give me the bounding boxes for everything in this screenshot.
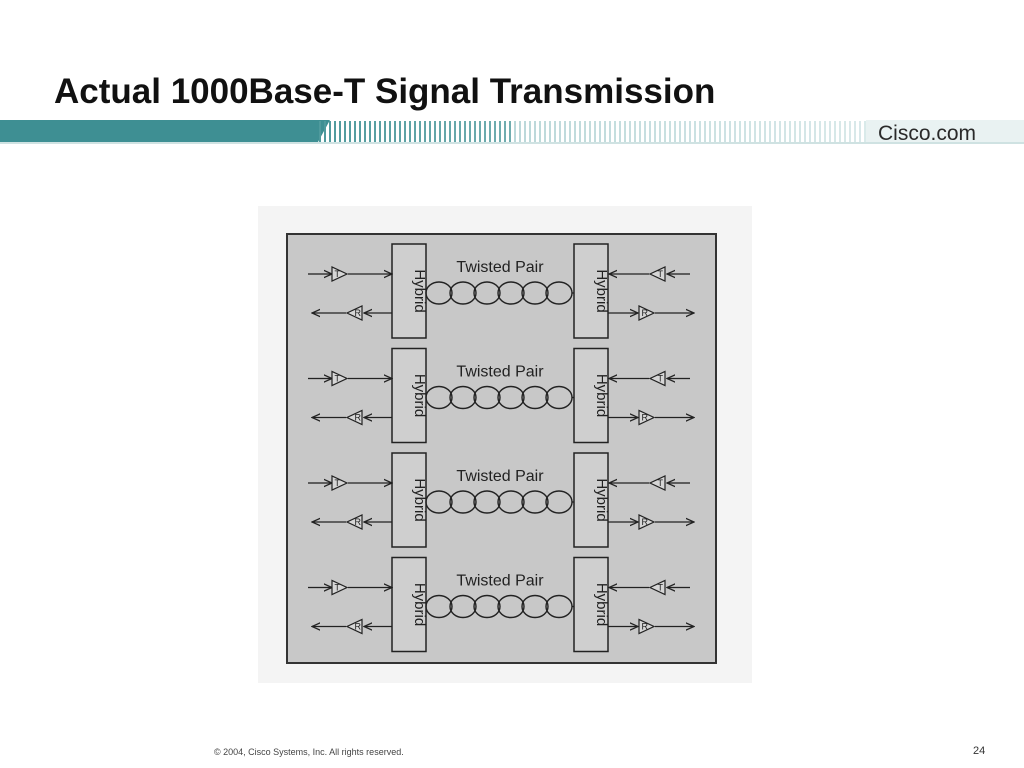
hybrid-right-label: Hybrid [593,269,610,312]
twisted-pair-label: Twisted Pair [456,259,544,276]
hybrid-left-box [391,243,427,339]
hybrid-right-label: Hybrid [593,478,610,521]
hybrid-left-label: Hybrid [411,478,428,521]
diagram-background [286,233,717,664]
twisted-pair-coil [425,490,453,514]
left-receive-amplifier-label: R [355,622,362,632]
right-transmit-amplifier [648,475,666,491]
page-number: 24 [973,745,986,757]
hybrid-left-label: Hybrid [411,269,428,312]
left-transmit-amplifier-label: T [335,583,341,593]
footer-copyright: © 2004, Cisco Systems, Inc. All rights r… [214,747,404,757]
twisted-pair-coil [497,490,525,514]
left-receive-amplifier-label: R [355,308,362,318]
left-transmit-amplifier [331,475,349,491]
left-transmit-amplifier-label: T [335,478,341,488]
left-receive-amplifier [345,305,363,321]
cisco-brand-logo: Cisco.com [878,122,976,145]
banner-barcode [0,120,1024,144]
hybrid-right-box [573,347,609,444]
hybrid-right-label: Hybrid [593,583,610,626]
twisted-pair-coil [449,385,477,410]
header-banner: Cisco.com [0,120,1024,145]
right-receive-amplifier [638,514,656,530]
left-transmit-amplifier-label: T [335,269,341,279]
right-receive-amplifier-label: R [642,517,649,527]
right-transmit-amplifier-label: T [658,583,664,593]
hybrid-right-box [573,243,609,339]
right-receive-amplifier-label: R [642,413,649,423]
twisted-pair-label: Twisted Pair [456,468,544,485]
slide-title: Actual 1000Base-T Signal Transmission [54,72,716,111]
twisted-pair-coil [425,281,453,305]
left-receive-amplifier-label: R [355,413,362,423]
hybrid-right-box [573,452,609,548]
twisted-pair-coil [473,281,501,305]
twisted-pair-coil [497,594,525,619]
left-transmit-amplifier [331,370,349,387]
twisted-pair-coil [425,385,453,410]
left-transmit-amplifier [331,579,349,596]
twisted-pair-coil [521,385,549,410]
twisted-pair-coil [425,594,453,619]
twisted-pair-coil [521,594,549,619]
right-receive-amplifier [638,409,656,426]
hybrid-right-box [573,556,609,653]
twisted-pair-coil [521,490,549,514]
twisted-pair-label: Twisted Pair [456,364,544,381]
left-transmit-amplifier [331,266,349,282]
right-receive-amplifier [638,305,656,321]
right-transmit-amplifier [648,579,666,596]
left-receive-amplifier [345,618,363,635]
brand-backdrop [866,120,1024,142]
right-transmit-amplifier [648,370,666,387]
right-receive-amplifier-label: R [642,622,649,632]
right-transmit-amplifier-label: T [658,269,664,279]
right-receive-amplifier-label: R [642,308,649,318]
hybrid-left-label: Hybrid [411,583,428,626]
twisted-pair-coil [473,594,501,619]
right-transmit-amplifier-label: T [658,478,664,488]
hybrid-right-label: Hybrid [593,374,610,417]
left-receive-amplifier [345,514,363,530]
twisted-pair-label: Twisted Pair [456,573,544,590]
twisted-pair-coil [521,281,549,305]
twisted-pair-coil [497,281,525,305]
twisted-pair-coil [449,594,477,619]
left-receive-amplifier [345,409,363,426]
right-transmit-amplifier [648,266,666,282]
twisted-pair-coil [449,490,477,514]
left-transmit-amplifier-label: T [335,374,341,384]
hybrid-left-box [391,452,427,548]
twisted-pair-coil [497,385,525,410]
hybrid-left-box [391,556,427,653]
twisted-pair-coil [473,490,501,514]
banner-stripe [0,120,330,142]
hybrid-left-label: Hybrid [411,374,428,417]
right-receive-amplifier [638,618,656,635]
right-transmit-amplifier-label: T [658,374,664,384]
twisted-pair-coil [473,385,501,410]
left-receive-amplifier-label: R [355,517,362,527]
twisted-pair-coil [449,281,477,305]
